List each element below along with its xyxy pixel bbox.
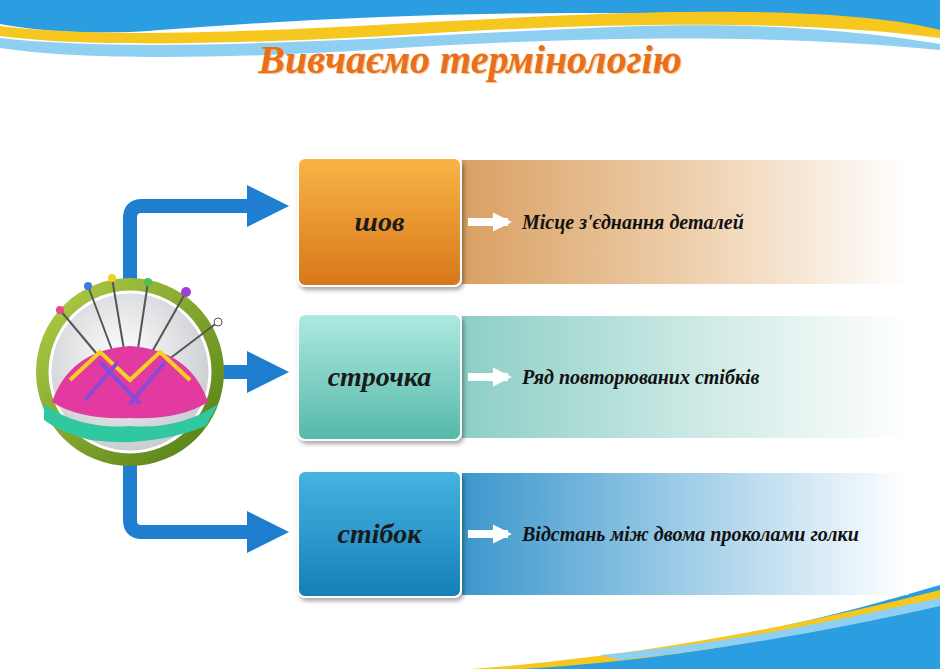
- term-label: шов: [355, 206, 405, 238]
- term-label: стібок: [338, 518, 422, 550]
- white-arrow: [468, 373, 508, 381]
- term-label: строчка: [328, 361, 432, 393]
- definition-band: Місце з'єднання деталей: [510, 160, 900, 284]
- definition-band: Відстань між двома проколами голки: [510, 473, 900, 595]
- slide-title: Вивчаємо термінологію: [0, 36, 940, 83]
- term-box: шов: [297, 157, 462, 287]
- white-arrow: [468, 218, 508, 226]
- definition-text: Ряд повторюваних стібків: [522, 364, 760, 391]
- term-box: стібок: [297, 470, 462, 598]
- definition-text: Відстань між двома проколами голки: [522, 521, 859, 548]
- white-arrow: [468, 530, 508, 538]
- term-box: строчка: [297, 313, 462, 441]
- definition-band: Ряд повторюваних стібків: [510, 316, 900, 438]
- definition-text: Місце з'єднання деталей: [522, 209, 744, 236]
